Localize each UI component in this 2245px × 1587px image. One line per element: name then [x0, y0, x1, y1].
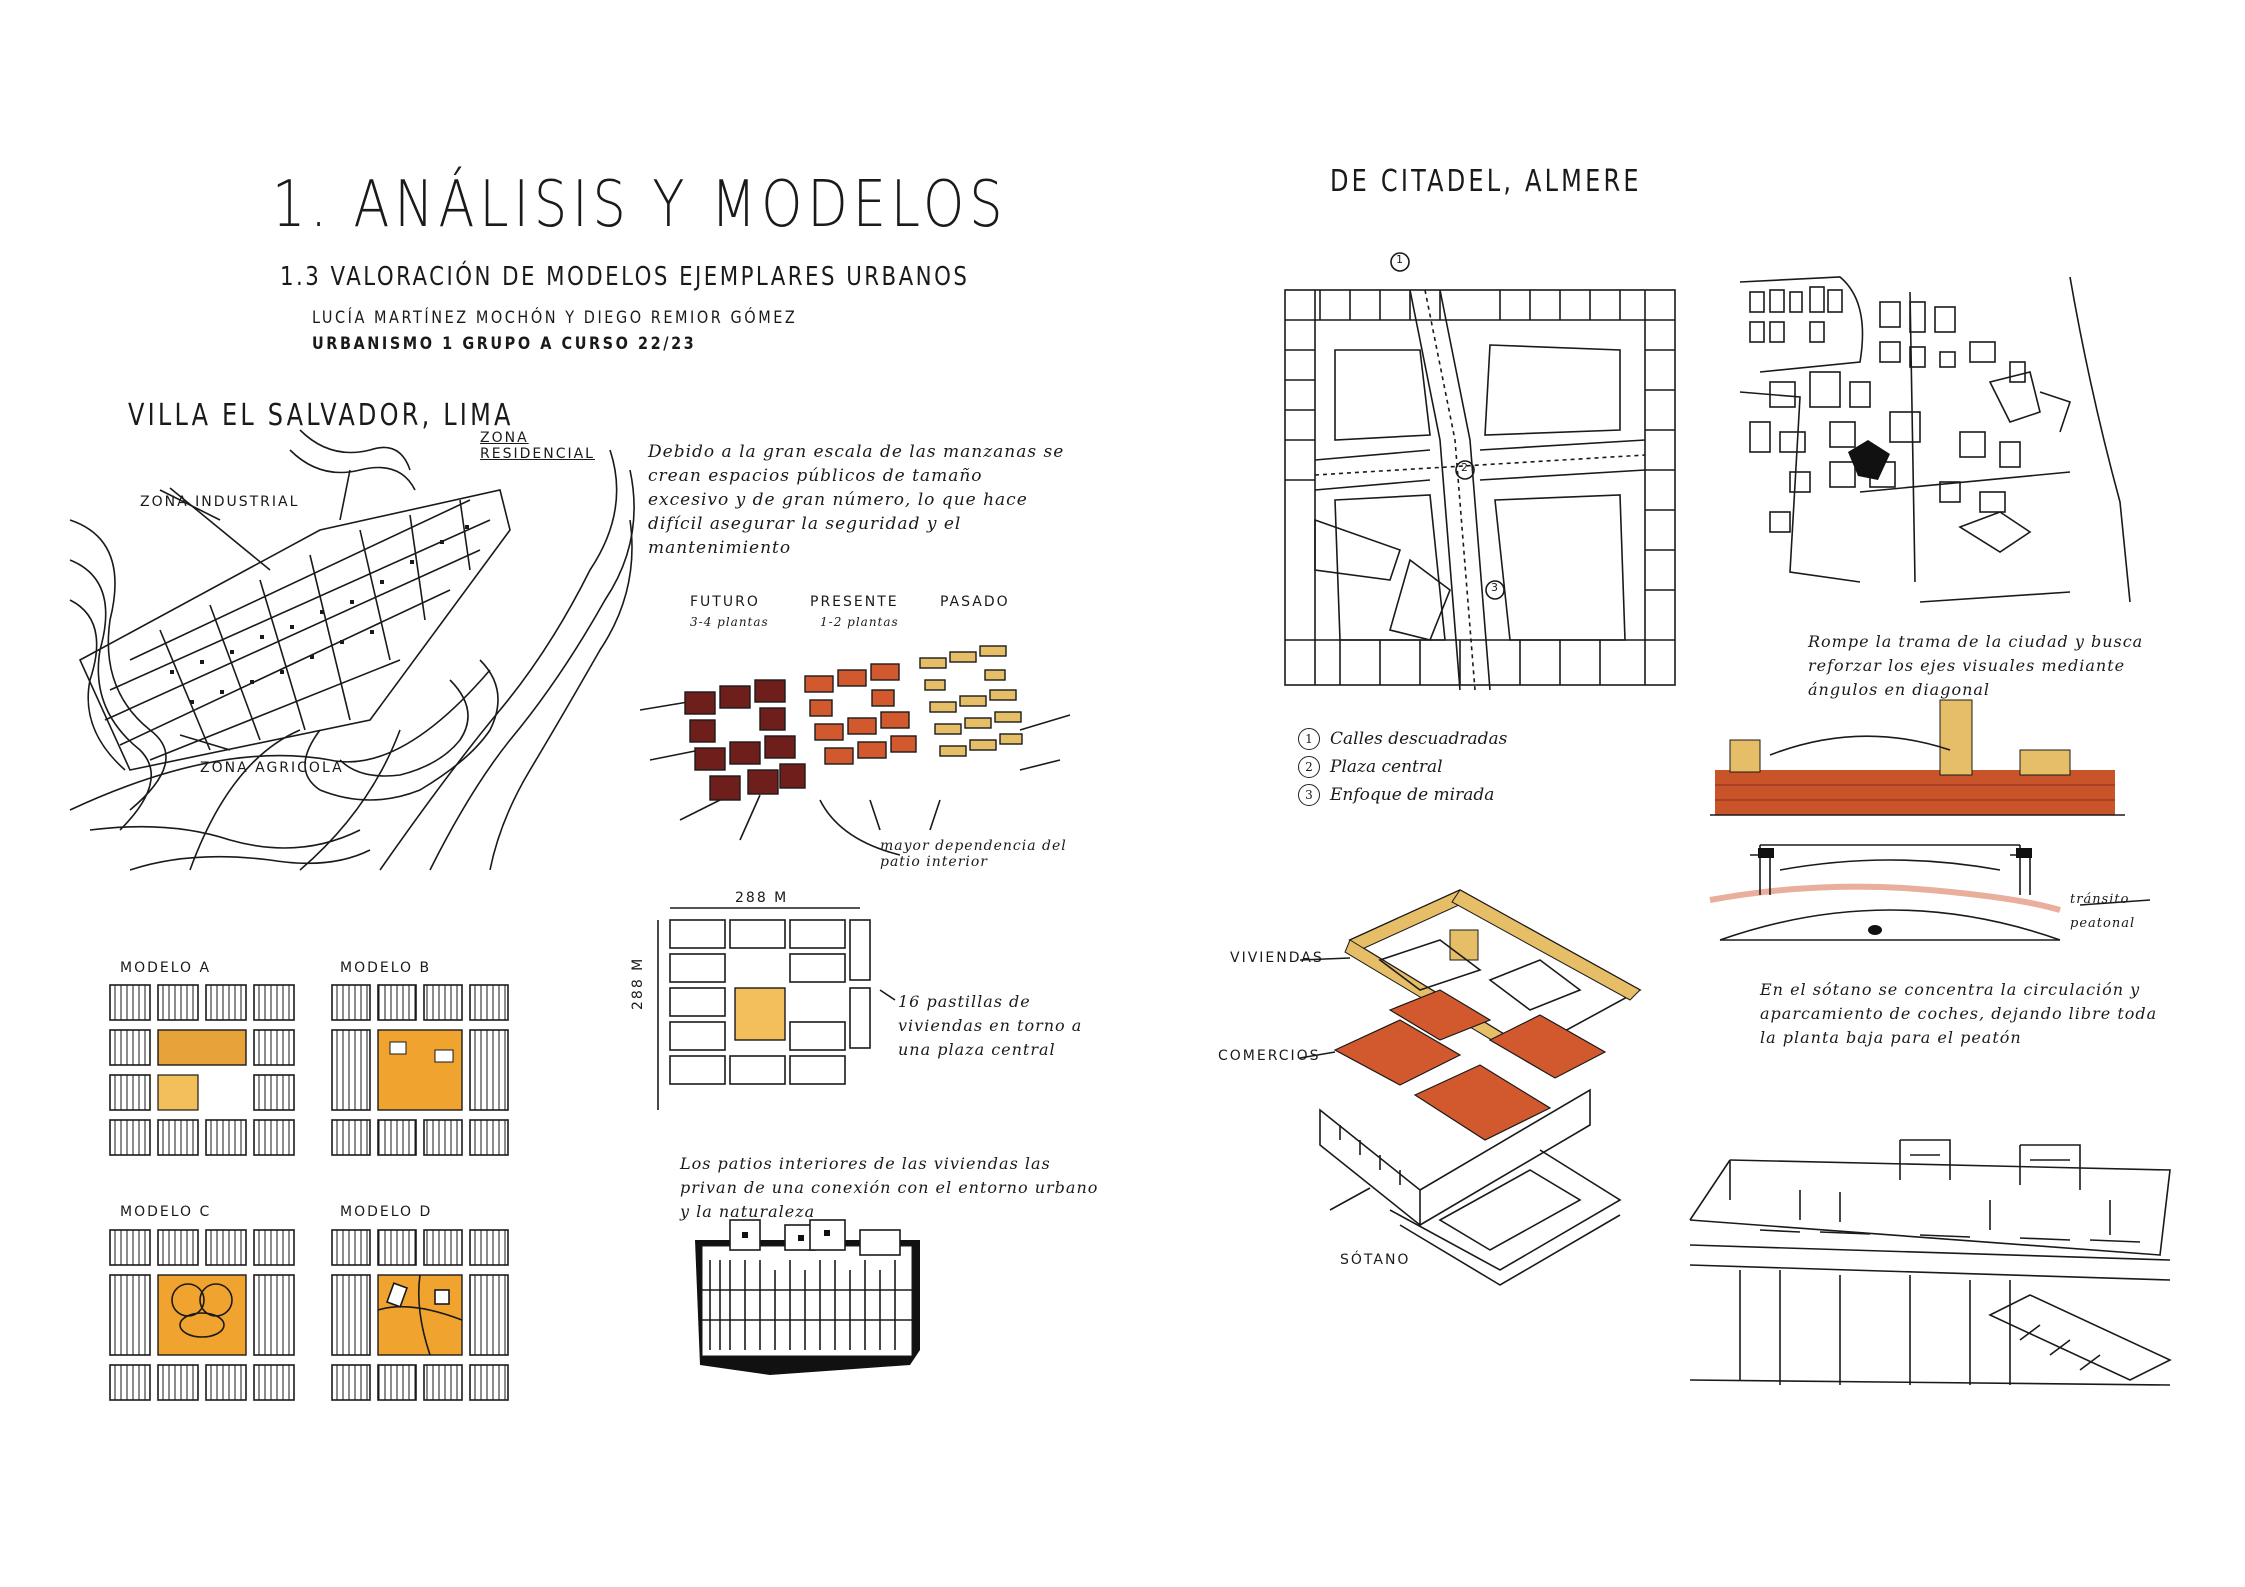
facade-drawing — [695, 1219, 920, 1375]
citadel-heading: DE CITADEL, ALMERE — [1330, 164, 1642, 199]
page-subtitle: 1.3 VALORACIÓN DE MODELOS EJEMPLARES URB… — [280, 262, 970, 292]
label-zona-industrial: ZONA INDUSTRIAL — [140, 494, 300, 510]
label-presente-sub: 1-2 plantas — [820, 615, 899, 629]
citadel-legend: 1 Calles descuadradas 2 Plaza central 3 … — [1298, 725, 1618, 809]
plan-marker-2: 2 — [1461, 461, 1470, 474]
legend-num-3: 3 — [1298, 784, 1320, 806]
citadel-plan: 1 2 3 — [1280, 250, 1680, 691]
timeline-blocks — [639, 645, 1071, 856]
label-presente: PRESENTE — [810, 594, 899, 610]
legend-num-1: 1 — [1298, 728, 1320, 750]
villa-heading: VILLA EL SALVADOR, LIMA — [128, 398, 514, 433]
citadel-perspective — [1689, 1139, 2190, 1400]
block-plan-drawing — [657, 907, 896, 1110]
section-drawing — [1709, 844, 2151, 941]
citadel-exploded-axo: VIVIENDAS COMERCIOS SÓTANO — [1218, 880, 1642, 1290]
plan-marker-1: 1 — [1396, 253, 1405, 266]
legend-item-1: 1 Calles descuadradas — [1298, 725, 1618, 753]
villa-site-map: ZONA RESIDENCIAL ZONA INDUSTRIAL ZONA AG… — [69, 429, 635, 871]
perspective-drawing — [1689, 1139, 2172, 1386]
citadel-plan-drawing — [1284, 252, 1676, 691]
note-trama: Rompe la trama de la ciudad y busca refo… — [1808, 632, 2144, 699]
site-map-drawing — [69, 429, 635, 871]
label-zona-agricola: ZONA AGRICOLA — [200, 760, 344, 776]
elevation-drawing — [1710, 699, 2125, 816]
note-patios: Los patios interiores de las viviendas l… — [680, 1154, 1099, 1221]
citadel-elevation — [1710, 699, 2130, 820]
note-sotano: En el sótano se concentra la circulación… — [1760, 980, 2158, 1047]
label-zona-residencial: ZONA RESIDENCIAL — [480, 430, 595, 462]
label-viviendas: VIVIENDAS — [1230, 950, 1324, 966]
legend-text-3: Enfoque de mirada — [1330, 785, 1495, 805]
label-comercios: COMERCIOS — [1218, 1048, 1321, 1064]
label-modelo-c: MODELO C — [120, 1204, 212, 1220]
legend-text-1: Calles descuadradas — [1330, 729, 1508, 749]
note-scale: Debido a la gran escala de las manzanas … — [648, 442, 1065, 558]
label-modelo-a: MODELO A — [120, 960, 212, 976]
label-sotano: SÓTANO — [1340, 1252, 1411, 1268]
context-map-drawing — [1739, 276, 2131, 603]
authors: LUCÍA MARTÍNEZ MOCHÓN Y DIEGO REMIOR GÓM… — [312, 308, 798, 328]
label-modelo-d: MODELO D — [340, 1204, 433, 1220]
legend-item-3: 3 Enfoque de mirada — [1298, 781, 1618, 809]
label-futuro-sub: 3-4 plantas — [690, 615, 769, 629]
models-grid: MODELO A MODELO B MODELO C MODELO D — [100, 950, 550, 1440]
dim-top: 288 M — [735, 890, 789, 906]
page-title: 1. ANÁLISIS Y MODELOS — [272, 168, 1008, 242]
legend-num-2: 2 — [1298, 756, 1320, 778]
plan-marker-3: 3 — [1491, 581, 1500, 594]
models-drawing — [109, 984, 509, 1401]
label-transito-peatonal: tránsito peatonal — [2070, 892, 2136, 931]
timeline-diagram: FUTURO 3-4 plantas PRESENTE 1-2 plantas … — [639, 590, 1080, 880]
note-timeline: mayor dependencia del patio interior — [880, 838, 1067, 870]
legend-item-2: 2 Plaza central — [1298, 753, 1618, 781]
block-plan: 288 M 288 M 16 pastillas de viviendas en… — [630, 890, 1090, 1110]
citadel-section: tránsito peatonal — [1700, 840, 2160, 950]
legend-text-2: Plaza central — [1330, 757, 1443, 777]
course-info: URBANISMO 1 GRUPO A CURSO 22/23 — [312, 334, 697, 354]
villa-facade-sketch — [690, 1210, 930, 1380]
citadel-context-map — [1739, 272, 2140, 612]
label-modelo-b: MODELO B — [340, 960, 432, 976]
label-futuro: FUTURO — [690, 594, 760, 610]
note-block: 16 pastillas de viviendas en torno a una… — [898, 992, 1083, 1059]
exploded-axo-drawing — [1299, 889, 1642, 1286]
label-pasado: PASADO — [940, 594, 1010, 610]
